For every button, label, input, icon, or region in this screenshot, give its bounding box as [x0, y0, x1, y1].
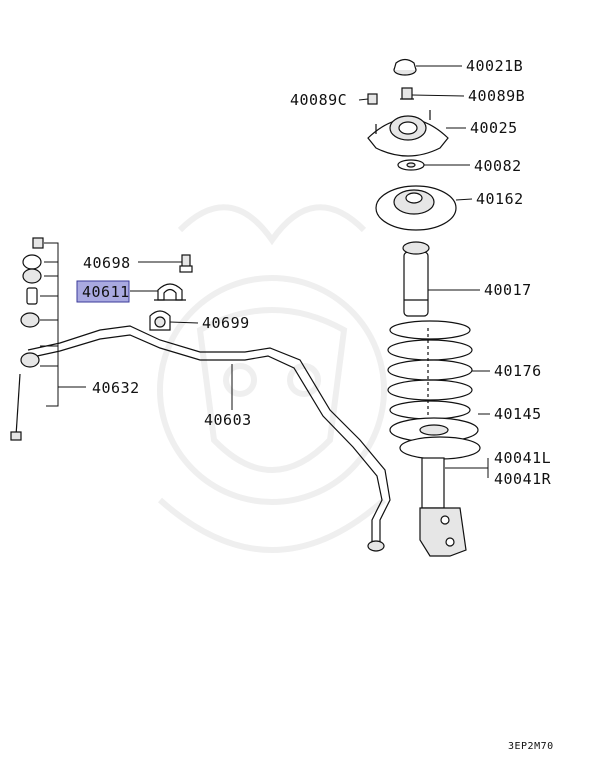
leader-lines	[130, 65, 490, 478]
part-40698[interactable]	[179, 254, 193, 273]
part-40699[interactable]	[149, 310, 171, 331]
label-40145[interactable]: 40145	[494, 405, 542, 423]
part-40603[interactable]	[27, 325, 391, 552]
part-40089C[interactable]	[367, 93, 378, 105]
label-40632[interactable]: 40632	[92, 379, 140, 397]
label-40698[interactable]: 40698	[83, 254, 131, 272]
part-40611[interactable]	[154, 283, 186, 301]
label-40021B[interactable]: 40021B	[466, 57, 523, 75]
label-40611[interactable]: 40611	[82, 283, 130, 301]
label-40082[interactable]: 40082	[474, 157, 522, 175]
part-40017[interactable]	[402, 241, 430, 317]
part-40145[interactable]	[389, 417, 479, 443]
label-40162[interactable]: 40162	[476, 190, 524, 208]
label-40603[interactable]: 40603	[204, 411, 252, 429]
watermark-emblem	[157, 204, 387, 553]
label-40025[interactable]: 40025	[470, 119, 518, 137]
part-40041[interactable]	[399, 436, 481, 557]
label-40176[interactable]: 40176	[494, 362, 542, 380]
label-40089B[interactable]: 40089B	[468, 87, 525, 105]
highlight-box-40611	[76, 280, 130, 303]
label-40041R[interactable]: 40041R	[494, 470, 552, 488]
part-40632[interactable]	[10, 237, 86, 441]
label-40041L[interactable]: 40041L	[494, 449, 551, 467]
label-40699[interactable]: 40699	[202, 314, 250, 332]
part-40025[interactable]	[367, 110, 449, 157]
label-40089C[interactable]: 40089C	[290, 91, 347, 109]
part-40082[interactable]	[397, 159, 425, 171]
label-40017[interactable]: 40017	[484, 281, 532, 299]
part-40176[interactable]	[387, 320, 473, 420]
part-40162[interactable]	[375, 185, 457, 231]
part-40089B[interactable]	[400, 87, 414, 100]
part-40021B[interactable]	[393, 58, 417, 76]
diagram-code: 3EP2M70	[508, 741, 554, 752]
